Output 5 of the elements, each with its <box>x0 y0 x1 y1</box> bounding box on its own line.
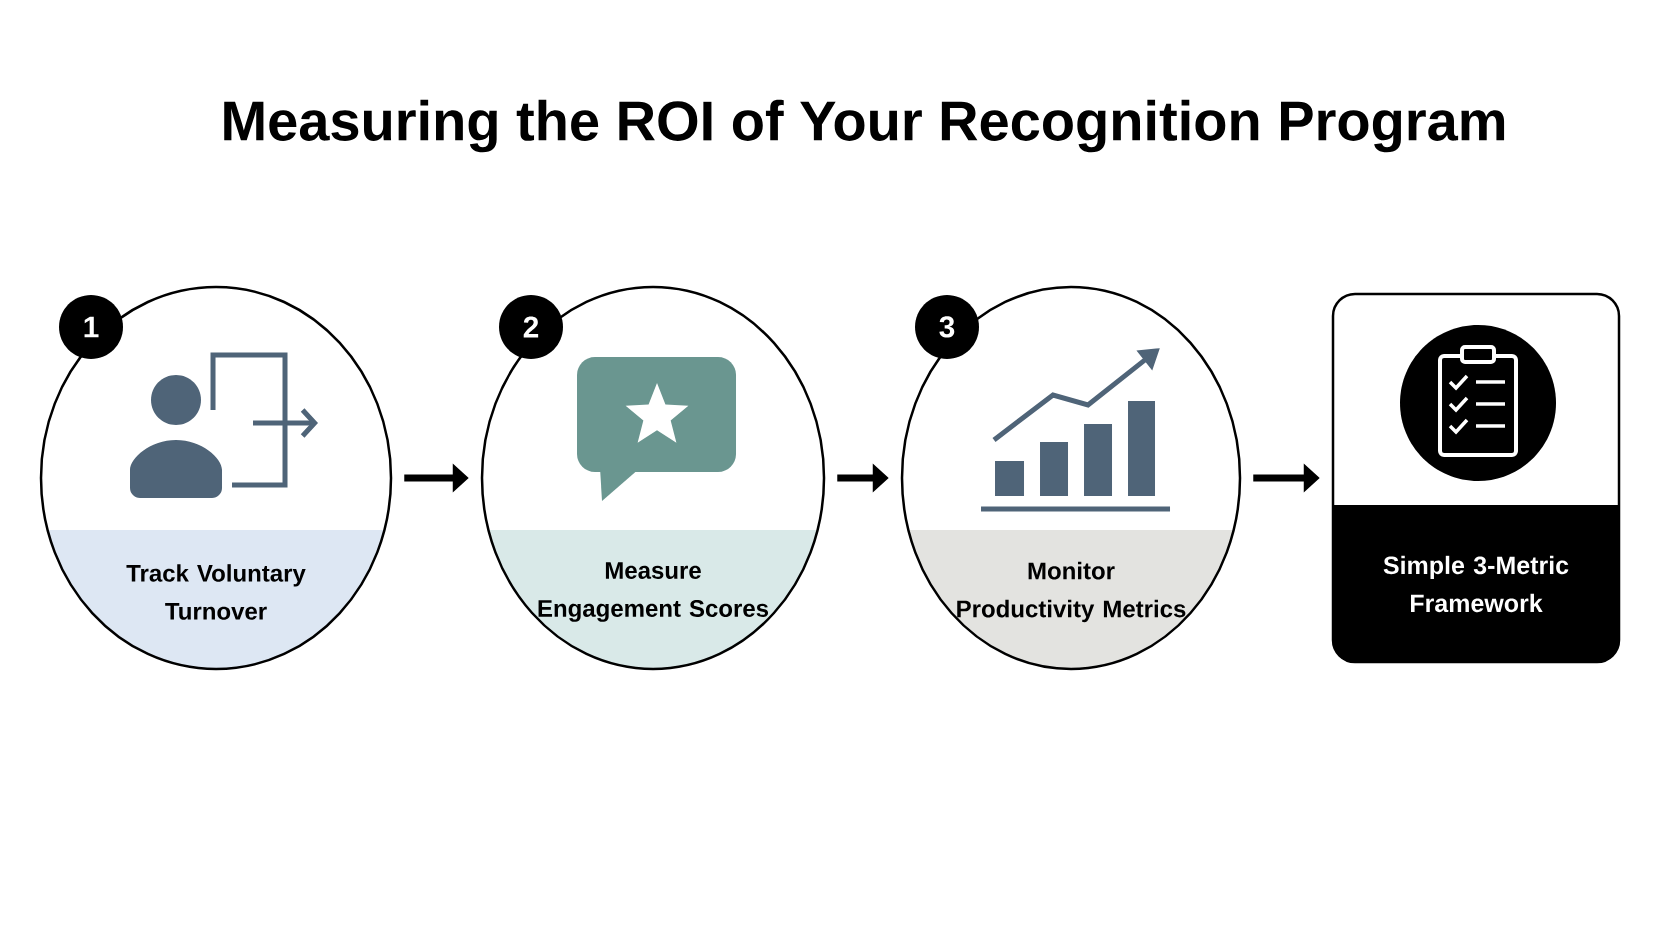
title: Measuring the ROI of Your Recognition Program <box>224 99 1505 153</box>
step-badge: 2 <box>499 295 563 359</box>
summary-card: Simple 3-Metric Framework <box>1331 292 1621 664</box>
step-badge: 3 <box>915 295 979 359</box>
step-badge: 1 <box>59 295 123 359</box>
